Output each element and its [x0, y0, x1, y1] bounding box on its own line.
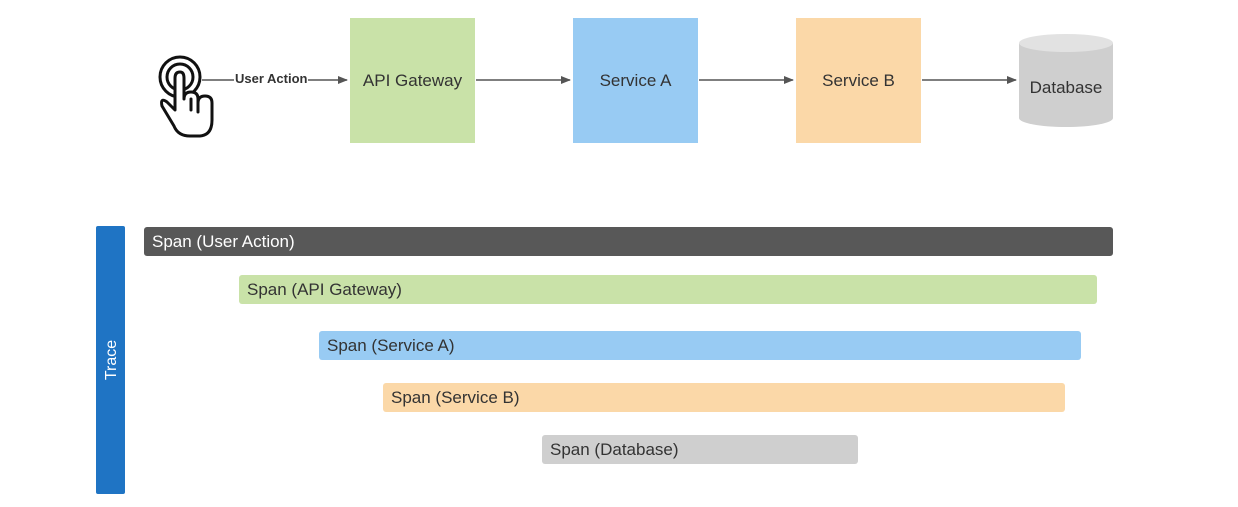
- span-service-b: Span (Service B): [383, 383, 1065, 412]
- span-user-action: Span (User Action): [144, 227, 1113, 256]
- api-gateway-label: API Gateway: [362, 70, 463, 90]
- hand-tap-icon: [158, 55, 214, 138]
- service-a-label: Service A: [599, 70, 672, 90]
- trace-label: Trace: [103, 339, 120, 381]
- span-service-a: Span (Service A): [319, 331, 1081, 360]
- service-a-node: Service A: [573, 18, 698, 143]
- flow-diagram: [158, 34, 1113, 138]
- database-label: Database: [1029, 78, 1103, 97]
- trace-bar: [96, 226, 125, 494]
- service-b-label: Service B: [822, 70, 895, 90]
- api-gateway-node: API Gateway: [350, 18, 475, 143]
- span-api-gateway: Span (API Gateway): [239, 275, 1097, 304]
- database-cylinder: [1019, 34, 1113, 127]
- span-database: Span (Database): [542, 435, 858, 464]
- service-b-node: Service B: [796, 18, 921, 143]
- user-action-label: User Action: [234, 71, 309, 87]
